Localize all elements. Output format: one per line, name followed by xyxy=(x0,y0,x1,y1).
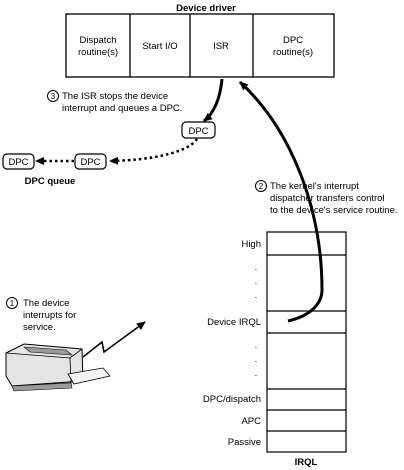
irql-upper-ellipsis: . . . xyxy=(255,262,258,301)
start-io-label: Start I/O xyxy=(142,41,177,52)
step-1-text-line-1: The device xyxy=(23,298,69,309)
dispatch-routine-cell: Dispatch routine(s) xyxy=(78,35,118,58)
irql-ellipsis-dot: . xyxy=(255,368,258,379)
step-1-text-line-2: interrupts for xyxy=(23,310,76,321)
dpc-object-label: DPC xyxy=(188,126,208,137)
step-1-text-line-3: service. xyxy=(23,322,56,333)
step-2-number: 2 xyxy=(259,182,264,191)
interrupt-signal-arrow xyxy=(82,321,146,358)
irql-ellipsis-dot: . xyxy=(255,276,258,287)
irql-level-passive: Passive xyxy=(228,437,261,448)
irql-level-high: High xyxy=(241,239,261,250)
irql-lower-ellipsis: . . . xyxy=(255,340,258,379)
dispatch-routine-label-2: routine(s) xyxy=(78,47,118,58)
step-3-badge xyxy=(47,90,59,102)
step-3-text-line-2: interrupt and queues a DPC. xyxy=(62,103,182,114)
step-2-text-line-2: dispatcher transfers control xyxy=(270,193,385,204)
dispatch-routine-label-1: Dispatch xyxy=(80,35,117,46)
dpc-queue-head: DPC xyxy=(2,153,35,170)
irql-level-dpc-dispatch: DPC/dispatch xyxy=(203,394,261,405)
irql-ellipsis-dot: . xyxy=(255,354,258,365)
dpc-enqueue-arrow xyxy=(109,138,199,165)
dpc-queue-label: DPC queue xyxy=(25,176,76,187)
step-2-badge xyxy=(255,180,267,192)
dispatch-to-isr-arrow xyxy=(238,80,324,323)
dpc-routine-label-1: DPC xyxy=(283,35,303,46)
step-1-number: 1 xyxy=(10,299,15,308)
dpc-queue-head-label: DPC xyxy=(8,157,28,168)
dpc-routine-cell: DPC routine(s) xyxy=(273,35,313,58)
irql-title: IRQL xyxy=(295,457,318,468)
device-driver-title: Device driver xyxy=(176,3,236,14)
irql-ellipsis-dot: . xyxy=(255,262,258,273)
dpc-routine-label-2: routine(s) xyxy=(273,47,313,58)
step-1-callout: 1 The device interrupts for service. xyxy=(6,297,76,333)
step-3-text-line-1: The ISR stops the device xyxy=(62,91,168,102)
step-2-text-line-3: to the device's service routine. xyxy=(270,205,398,216)
irql-level-apc: APC xyxy=(241,416,261,427)
irql-table xyxy=(266,231,347,453)
isr-label: ISR xyxy=(213,41,229,52)
printer-icon xyxy=(5,343,111,392)
step-1-badge xyxy=(6,297,18,309)
dpc-object: DPC xyxy=(181,121,216,139)
step-3-number: 3 xyxy=(51,92,56,101)
dpc-queue-item-label: DPC xyxy=(80,157,100,168)
irql-ellipsis-dot: . xyxy=(255,290,258,301)
irql-level-device: Device IRQL xyxy=(207,317,261,328)
device-driver-box xyxy=(65,13,335,78)
irql-ellipsis-dot: . xyxy=(255,340,258,351)
isr-to-dpc-arrow xyxy=(203,78,224,123)
step-2-callout: 2 The kernel's interrupt dispatcher tran… xyxy=(255,180,398,216)
step-2-text-line-1: The kernel's interrupt xyxy=(270,181,359,192)
dpc-queue-item: DPC xyxy=(74,153,107,170)
step-3-callout: 3 The ISR stops the device interrupt and… xyxy=(47,90,182,114)
